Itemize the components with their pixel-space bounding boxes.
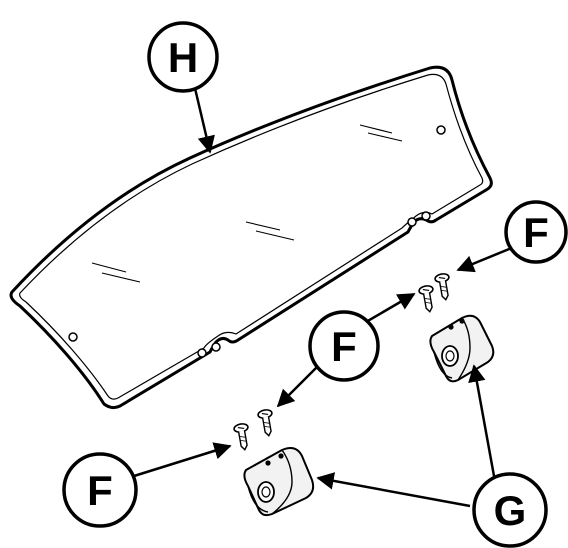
screw-pair-upper (418, 273, 450, 313)
arrow-f-mid-to-lower-screws (276, 365, 319, 408)
leader-arrows (133, 83, 515, 508)
glass-panel-outline (9, 65, 493, 410)
callout-f-bottom-left: F (62, 452, 138, 528)
callout-g-label: G (494, 487, 527, 534)
glass-reflection-marks (91, 124, 403, 283)
callout-f-middle-label: F (331, 323, 357, 370)
arrow-f-mid-to-upper-screws (365, 292, 416, 324)
arrow-g-to-upper-bracket (468, 364, 496, 477)
callout-g: G (472, 472, 548, 548)
screw (418, 285, 434, 313)
panel-hole (211, 342, 221, 352)
screw-pair-lower (233, 409, 273, 451)
callout-f-top-right: F (504, 200, 568, 264)
arrow-h-to-panel (192, 83, 215, 154)
glass-panel (9, 65, 493, 410)
panel-hole (436, 125, 446, 135)
panel-hole (421, 211, 431, 221)
callout-f-top-right-label: F (523, 209, 549, 256)
screw (434, 273, 450, 301)
panel-hole (407, 217, 417, 227)
arrow-f-left-to-lower-screws (133, 442, 232, 478)
panel-hole (68, 332, 78, 342)
callout-h: H (147, 21, 219, 93)
callout-h-label: H (168, 34, 198, 81)
panel-hole (197, 348, 207, 358)
callout-f-middle: F (308, 310, 380, 382)
screw (257, 409, 273, 437)
arrow-g-to-lower-bracket (316, 472, 471, 508)
hinge-bracket-upper (429, 314, 495, 383)
callout-f-bottom-left-label: F (87, 467, 113, 514)
arrow-f-to-upper-screws (456, 245, 515, 273)
hinge-bracket-lower (243, 447, 315, 517)
screw (233, 423, 249, 451)
